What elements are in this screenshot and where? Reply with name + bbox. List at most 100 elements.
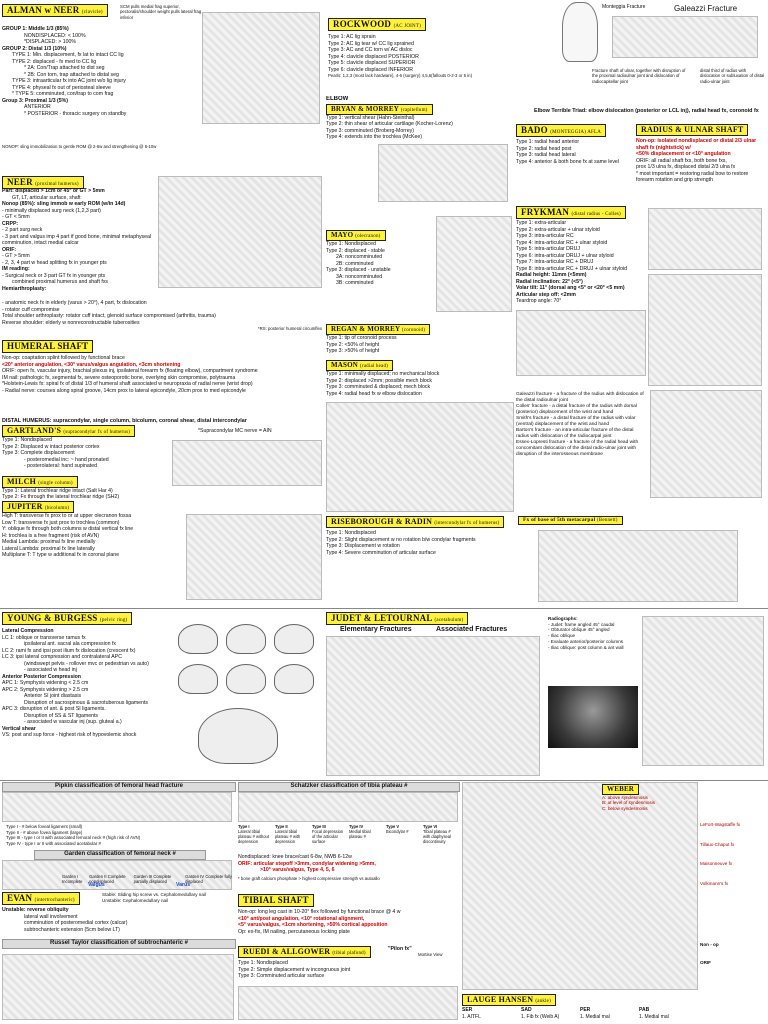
frykman-title: FRYKMAN (distal radius - Colles): [516, 206, 626, 220]
judet-title: JUDET & LETOURNAL (acetabulum): [326, 612, 469, 626]
rockwood-lines: Type 1: AC lig sprain Type 2: AC lig tea…: [328, 34, 419, 73]
jupiter-title: JUPITER (bicolumn): [2, 500, 75, 513]
ruedi-section: RUEDI & ALLGOWER (tibial plafond) Type 1…: [238, 946, 460, 1022]
terrible-triad: Elbow Terrible Triad: elbow dislocation …: [534, 108, 759, 114]
russell-title: Russel Taylor classification of subtroch…: [2, 939, 236, 949]
tibial-plateau-diagrams: [238, 792, 458, 822]
foot-ankle-diagram: [642, 616, 764, 766]
elbow-sketch: [562, 2, 598, 62]
bado-section: BADO (MONTEGGIA) AFLA Type 1: radial hea…: [516, 124, 634, 202]
humeral-lines: Non-op: coaptation splint followed by fu…: [2, 355, 258, 394]
distal-radius-diagrams: [648, 208, 762, 270]
metacarpal-section: Fx of base of 5th metacarpal (Bennett): [518, 516, 766, 608]
alman-footer: NONOP: sling immobilization to gentle RO…: [2, 144, 157, 149]
frykman-eponyms: Galeazzi fracture - a fracture of the ra…: [516, 392, 644, 457]
bicolumn-diagrams: [186, 514, 322, 600]
radius-title: RADIUS & ULNAR SHAFT: [636, 124, 749, 136]
wrist-xray-diagram: [516, 310, 646, 376]
garden-labels: Garden I Incomplete Garden II Complete n…: [62, 874, 232, 885]
mason-lines: Type 1: minimally displaced; no mechanic…: [326, 371, 440, 397]
riseborough-section: RISEBOROUGH & RADIN (intercondylar fx of…: [326, 516, 516, 594]
judet-section: JUDET & LETOURNAL (acetabulum) Elementar…: [326, 612, 766, 778]
monteggia-caption: Fracture shaft of ulnar, together with d…: [592, 68, 686, 84]
bado-title: BADO (MONTEGGIA) AFLA: [516, 124, 607, 138]
garden-title: Garden classification of femoral neck #: [34, 850, 206, 860]
associated-label: Associated Fractures: [436, 626, 508, 633]
pipkin-title: Pipkin classification of femoral head fr…: [2, 782, 236, 792]
milch-lines: Type 1: Lateral trochlear ridge intact (…: [2, 487, 120, 501]
pelvis-lc3-diagram: [274, 624, 314, 654]
galeazzi-caption: distal third of radius with dislocation …: [700, 68, 765, 84]
jupiter-lines: High T: transverse fx prox to or at uppe…: [2, 513, 134, 558]
ankle-fracture-diagrams: [462, 782, 698, 990]
section-divider: [0, 608, 768, 609]
subtrochanteric-diagrams: [2, 954, 234, 1020]
supracondylar-diagrams: [172, 440, 322, 486]
pipkin-lines: Type I - # below foveal ligament (small)…: [6, 824, 141, 846]
humeral-shaft-section: HUMERAL SHAFT Non-op: coaptation splint …: [2, 340, 324, 414]
proximal-humerus-diagrams: [158, 176, 322, 288]
lauge-title: LAUGE HANSEN (ankle): [462, 994, 556, 1007]
evan-title: EVAN (intertrochanteric): [2, 892, 80, 906]
gartland-title: GARTLAND'S (supracondylar fx of humerus): [2, 424, 136, 437]
alman-title: ALMAN w NEER (clavicle): [2, 4, 108, 18]
bado-lines: Type 1: radial head anterior Type 2: rad…: [516, 139, 619, 165]
neer-section: NEER (proximal humerus) Part: displaced …: [2, 176, 324, 336]
young-burgess-section: YOUNG & BURGESS (pelvic ring) Lateral Co…: [2, 612, 324, 778]
monteggia-label: Monteggia Fracture: [602, 4, 646, 10]
alman-note: SCM pulls medial frag superior, pectoral…: [120, 4, 202, 20]
pilon-diagrams: [238, 986, 458, 1020]
rockwood-foot: Pearls: 1,2,3 (most lack hardware), 4-6 …: [328, 73, 473, 79]
milch-title: MILCH (single column): [2, 475, 78, 488]
metacarpal-diagram: [538, 530, 738, 602]
young-title: YOUNG & BURGESS (pelvic ring): [2, 612, 133, 626]
mortise-label: Mortise View: [418, 952, 443, 957]
neer-title: NEER (proximal humerus): [2, 176, 84, 190]
frykman-section: FRYKMAN (distal radius - Colles) Type 1:…: [516, 206, 766, 500]
pelvis-lc2-diagram: [226, 624, 266, 654]
olecranon-diagrams: [436, 216, 512, 312]
garden-section: Pipkin classification of femoral head fr…: [2, 782, 236, 890]
pelvis-xray: [548, 686, 638, 748]
weber-lines: A: above syndesmosis B: at level of synd…: [602, 794, 656, 812]
radius-section: RADIUS & ULNAR SHAFT Non-op: isolated no…: [636, 124, 766, 202]
rockwood-section: ROCKWOOD (AC JOINT) Type 1: AC lig sprai…: [328, 18, 488, 90]
pelvis-lc1-diagram: [178, 624, 218, 654]
judet-radiographs: Radiographs: - Judet: frame angled 45° c…: [548, 616, 624, 650]
lauge-grid: SER SAD PER PAB 1. AITFL 1. Fib fx (Weib…: [462, 1007, 669, 1020]
pelvis-apc3-diagram: [274, 664, 314, 694]
regan-title: REGAN & MORREY (coronoid): [326, 324, 431, 336]
ankle-treatment: Non - op ORIF: [700, 942, 719, 965]
neer-foot: *RS: posterior humeral circumflex: [258, 326, 322, 331]
ankle-eponyms: LeFort-Wagstaffe fx Tillaux-Chaput fx Ma…: [700, 822, 741, 887]
elementary-label: Elementary Fractures: [340, 626, 412, 633]
riseborough-title: RISEBOROUGH & RADIN (intercondylar fx of…: [326, 516, 505, 529]
pelvis-vs-diagram: [198, 708, 278, 764]
eponym-fracture-diagrams: [650, 390, 762, 498]
varus-label: Varus: [176, 882, 191, 888]
evan-stable: Stable: Sliding hip screw vs. Cephalomed…: [102, 892, 206, 903]
acetabulum-diagrams: [326, 636, 540, 776]
tibial-shaft-section: TIBIAL SHAFT Non-op: long leg cast in 10…: [238, 894, 460, 944]
tibial-lines: Non-op: long leg cast in 10-20° flex fol…: [238, 909, 401, 935]
neer-lines-wide: - anatomic neck fx in elderly (varus > 2…: [2, 300, 216, 326]
schatzker-section: Schatzker classification of tibia platea…: [238, 782, 460, 892]
pelvis-apc2-diagram: [226, 664, 266, 694]
clavicle-diagram: [202, 12, 320, 124]
bryan-title: BRYAN & MORREY (capitellum): [326, 103, 433, 115]
mayo-lines: Type 1: Nondisplaced Type 2: displaced -…: [326, 241, 391, 287]
regan-lines: Type 1: tip of coronoid process Type 2: …: [326, 335, 397, 355]
rockwood-title: ROCKWOOD (AC JOINT): [328, 18, 426, 32]
valgus-label: Valgus: [88, 882, 105, 888]
schatzker-title: Schatzker classification of tibia platea…: [238, 782, 460, 792]
schatzker-lines: Nondisplaced: knee brace/cast 6-8w, NWB …: [238, 854, 380, 881]
galeazzi-label: Galeazzi Fracture: [674, 4, 738, 13]
pilon-label: "Pilon fx": [388, 946, 412, 952]
capitellum-diagrams: [378, 144, 508, 202]
forearm-sketch: [612, 16, 758, 58]
bryan-lines: Type 1: vertical shear (Hahn-Steinthal) …: [326, 114, 453, 141]
frykman-params: Radial height: 11mm (<5mm) Radial inclin…: [516, 272, 625, 304]
tibial-title: TIBIAL SHAFT: [238, 894, 314, 908]
evan-lines: Unstable: reverse obliquity lateral wall…: [2, 907, 128, 933]
